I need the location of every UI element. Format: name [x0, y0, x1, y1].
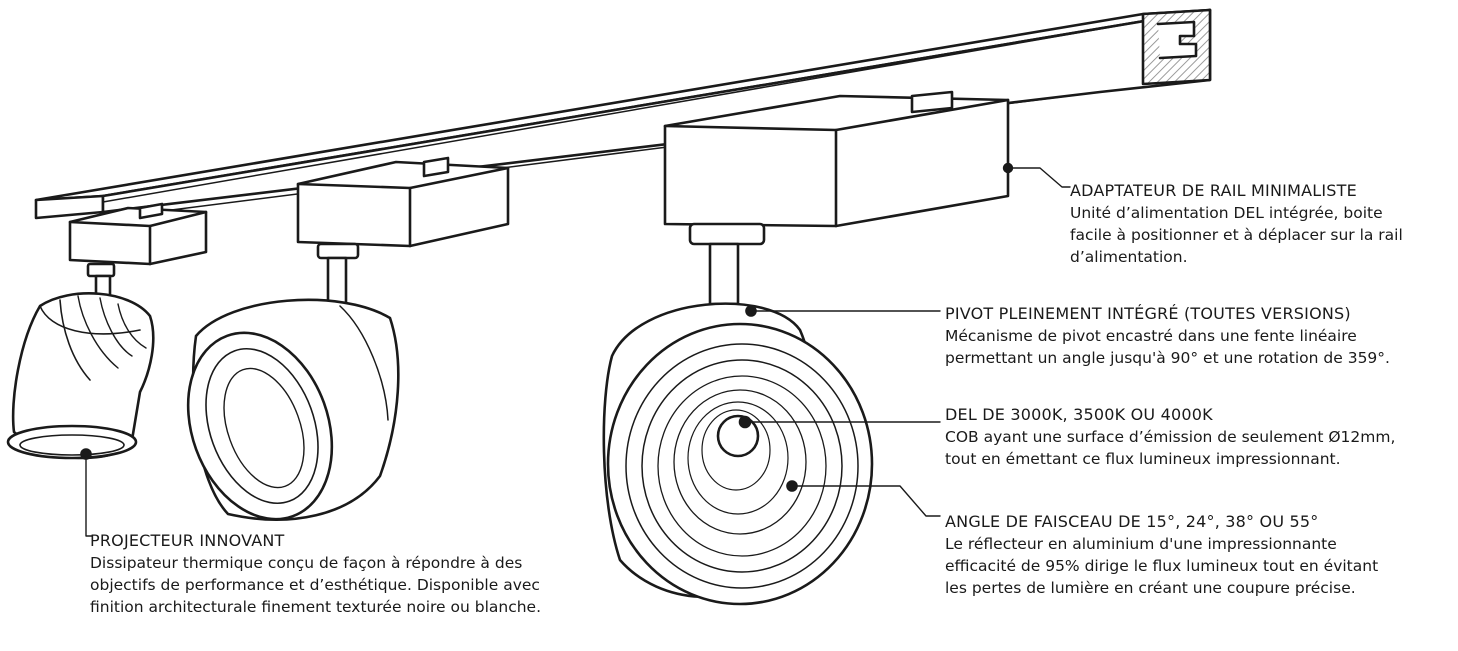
callout-beam-angle: ANGLE DE FAISCEAU DE 15°, 24°, 38° OU 55…: [945, 511, 1450, 599]
callout-led: DEL DE 3000K, 3500K OU 4000K COB ayant u…: [945, 404, 1450, 470]
track-rail: [34, 8, 1212, 220]
callout-projector-line: Dissipateur thermique conçu de façon à r…: [90, 554, 523, 572]
callout-led-line: tout en émettant ce flux lumineux impres…: [945, 450, 1341, 468]
callout-adapter: ADAPTATEUR DE RAIL MINIMALISTE Unité d’a…: [1070, 180, 1450, 268]
spot-head-middle: [186, 298, 400, 521]
callout-beam-angle-line: Le réflecteur en aluminium d'une impress…: [945, 535, 1337, 553]
callout-pivot: PIVOT PLEINEMENT INTÉGRÉ (TOUTES VERSION…: [945, 303, 1450, 369]
callout-adapter-line: Unité d’alimentation DEL intégrée, boite: [1070, 204, 1383, 222]
small-track-adapter: [68, 202, 208, 306]
callout-adapter-title: ADAPTATEUR DE RAIL MINIMALISTE: [1070, 181, 1357, 200]
callout-projector-line: objectifs de performance et d’esthétique…: [90, 576, 540, 594]
callout-beam-angle-title: ANGLE DE FAISCEAU DE 15°, 24°, 38° OU 55…: [945, 512, 1319, 531]
callout-projector-line: finition architecturale finement texturé…: [90, 598, 542, 616]
spot-head-large: [602, 302, 874, 606]
callout-beam-angle-line: les pertes de lumière en créant une coup…: [945, 579, 1356, 597]
callout-leaders: [85, 162, 1071, 537]
callout-pivot-line: Mécanisme de pivot encastré dans une fen…: [945, 327, 1357, 345]
callout-pivot-title: PIVOT PLEINEMENT INTÉGRÉ (TOUTES VERSION…: [945, 304, 1351, 323]
callout-led-line: COB ayant une surface d’émission de seul…: [945, 428, 1396, 446]
callout-led-title: DEL DE 3000K, 3500K OU 4000K: [945, 405, 1213, 424]
large-track-adapter: [663, 90, 1010, 306]
projector-head-left: [6, 292, 155, 460]
callout-projector-title: PROJECTEUR INNOVANT: [90, 531, 285, 550]
callout-pivot-line: permettant un angle jusqu'à 90° et une r…: [945, 349, 1390, 367]
callout-beam-angle-line: efficacité de 95% dirige le flux lumineu…: [945, 557, 1379, 575]
callout-adapter-line: d’alimentation.: [1070, 248, 1188, 266]
callout-projector: PROJECTEUR INNOVANT Dissipateur thermiqu…: [90, 530, 610, 618]
medium-track-adapter: [296, 156, 510, 306]
callout-adapter-line: facile à positionner et à déplacer sur l…: [1070, 226, 1403, 244]
